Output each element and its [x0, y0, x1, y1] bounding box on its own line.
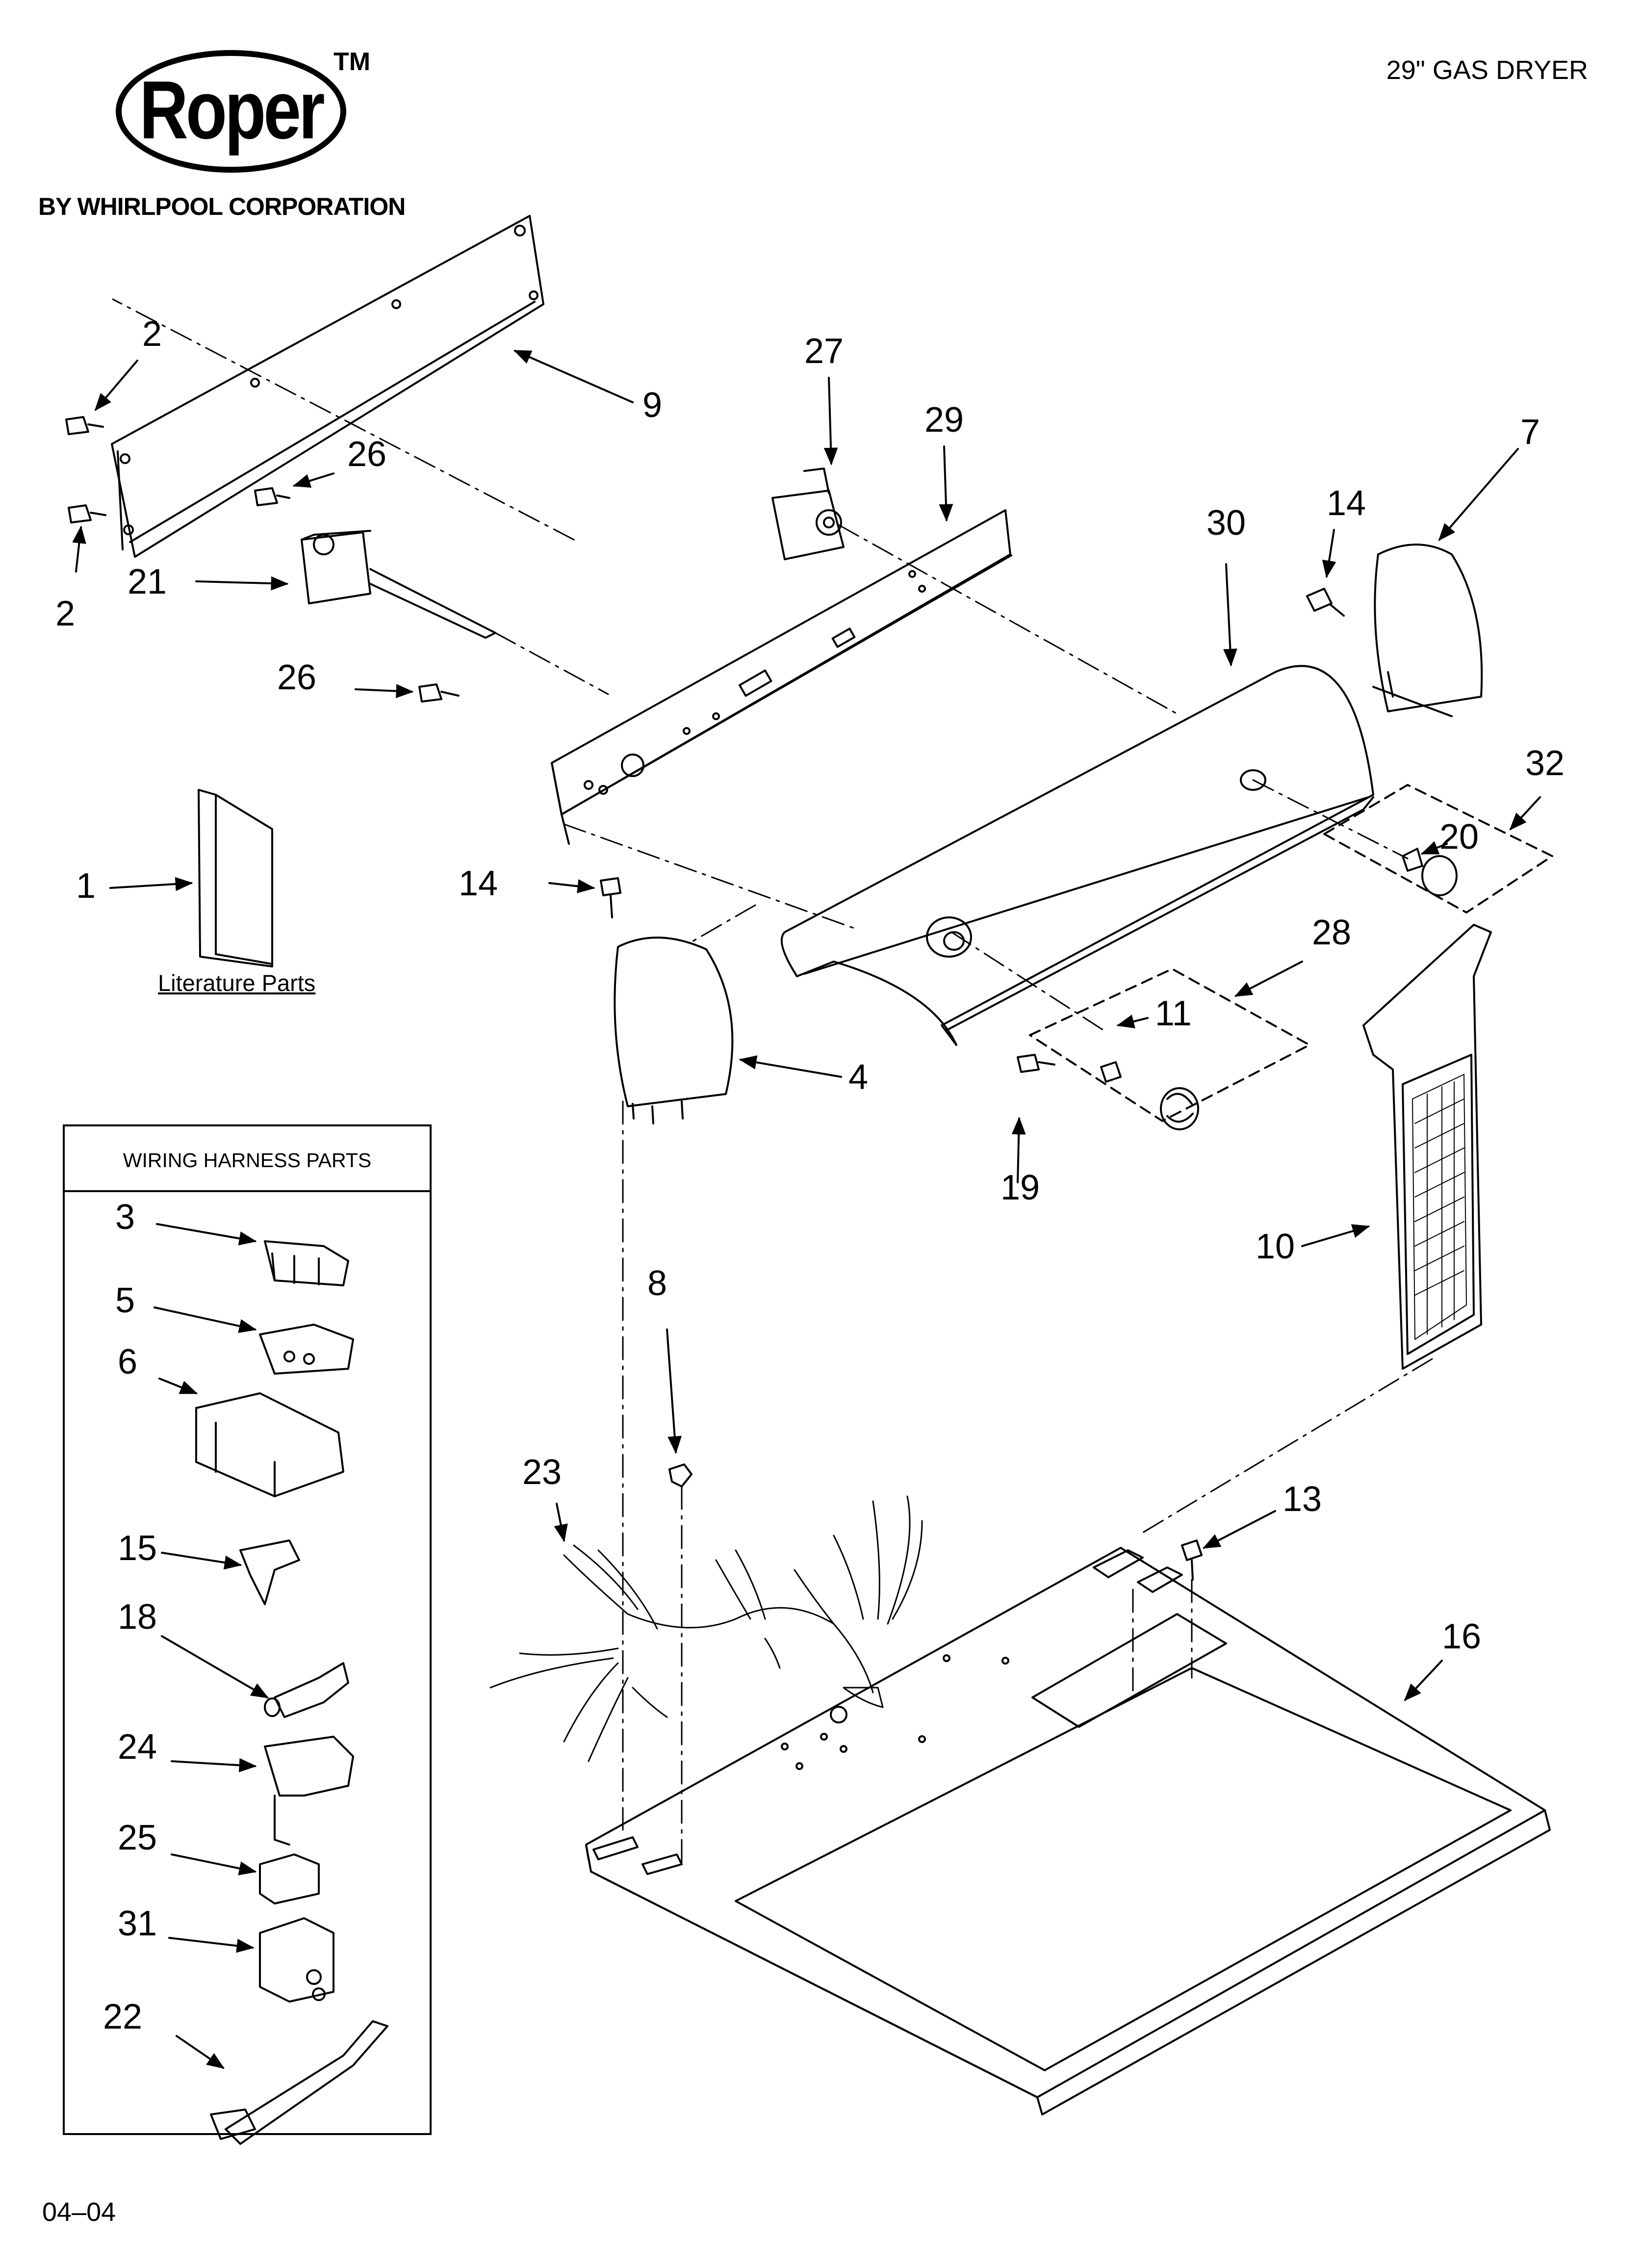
- knob-assembly-28: [1029, 968, 1310, 1122]
- callout-23: 23: [522, 1453, 562, 1492]
- callout-29: 29: [924, 400, 964, 440]
- callout-6: 6: [118, 1342, 138, 1382]
- callout-7: 7: [1520, 413, 1540, 452]
- callout-2-upper: 2: [142, 314, 162, 354]
- screw-26-lower: [418, 683, 460, 703]
- switch-21: [301, 530, 496, 639]
- wiring-harness-box: WIRING HARNESS PARTS: [63, 1124, 432, 2135]
- literature-label: Literature Parts: [158, 970, 316, 996]
- callout-22: 22: [103, 1997, 143, 2036]
- connector-3: [264, 1240, 349, 1286]
- connector-31: [259, 1917, 334, 2003]
- screw-2-upper: [65, 416, 104, 435]
- clip-15: [239, 1539, 300, 1605]
- part-27: [771, 468, 845, 560]
- callout-27: 27: [804, 332, 844, 371]
- end-cap-7: [1372, 544, 1483, 717]
- leader-lines: [72, 350, 1541, 2069]
- callout-26-lower: 26: [277, 658, 317, 697]
- lint-screen-10: [1362, 924, 1492, 1370]
- wiring-harness-23: [489, 1495, 923, 1762]
- connector-25: [259, 1853, 320, 1904]
- callout-13: 13: [1283, 1480, 1322, 1519]
- screw-26-upper: [254, 487, 290, 506]
- screw-19: [1017, 1054, 1055, 1073]
- callout-4: 4: [848, 1058, 869, 1097]
- brand-byline: BY WHIRLPOOL CORPORATION: [38, 193, 406, 220]
- callout-2-lower: 2: [55, 594, 76, 633]
- callout-25: 25: [118, 1818, 157, 1857]
- connector-24: [264, 1736, 354, 1846]
- callout-21: 21: [128, 562, 167, 601]
- connector-6: [195, 1392, 344, 1497]
- knob-11: [1100, 1061, 1199, 1130]
- callout-26-upper: 26: [347, 435, 387, 474]
- callout-24: 24: [118, 1727, 157, 1767]
- callout-5: 5: [115, 1281, 135, 1320]
- harness-box-title: WIRING HARNESS PARTS: [123, 1149, 372, 1172]
- callout-10: 10: [1256, 1227, 1295, 1266]
- back-panel: [111, 215, 544, 558]
- trademark-symbol: TM: [334, 48, 371, 76]
- callout-18: 18: [118, 1597, 157, 1637]
- callout-14-left: 14: [459, 864, 498, 903]
- screw-14-left: [600, 877, 621, 918]
- knob-20: [1402, 848, 1458, 896]
- screw-14-right: [1306, 588, 1345, 617]
- literature-packet: [198, 789, 273, 967]
- callout-15: 15: [118, 1529, 157, 1568]
- callout-31: 31: [118, 1904, 157, 1943]
- cable-tie-22: [210, 2020, 388, 2145]
- clip-8: [668, 1463, 693, 1487]
- callout-11: 11: [1155, 994, 1192, 1033]
- model-title: 29" GAS DRYER: [1386, 55, 1588, 85]
- callout-14-right: 14: [1327, 484, 1366, 523]
- screw-13: [1181, 1539, 1203, 1581]
- terminal-18: [264, 1662, 349, 1718]
- control-bracket-29: [551, 509, 1012, 845]
- callout-30: 30: [1206, 503, 1246, 543]
- logo-wordmark: Roper: [139, 64, 325, 156]
- assembly-guide-lines: [112, 298, 1433, 1865]
- top-cover-16: [585, 1547, 1551, 2115]
- callout-19: 19: [1001, 1168, 1040, 1207]
- callout-28: 28: [1312, 913, 1352, 952]
- callout-3: 3: [115, 1198, 135, 1237]
- roper-logo: Roper: [116, 50, 346, 173]
- callout-32: 32: [1525, 744, 1565, 783]
- screw-2-lower: [68, 504, 106, 523]
- callout-20: 20: [1439, 817, 1479, 857]
- harness-box-header: WIRING HARNESS PARTS: [65, 1126, 430, 1192]
- date-code: 04–04: [42, 2197, 116, 2227]
- callout-1: 1: [76, 866, 96, 906]
- knob-assembly-32: [1323, 784, 1553, 913]
- end-cap-4: [614, 937, 734, 1124]
- callout-16: 16: [1442, 1617, 1482, 1656]
- callout-8: 8: [647, 1264, 667, 1303]
- connector-5: [259, 1324, 354, 1375]
- control-console-30: [780, 665, 1374, 1046]
- callout-9: 9: [642, 386, 663, 425]
